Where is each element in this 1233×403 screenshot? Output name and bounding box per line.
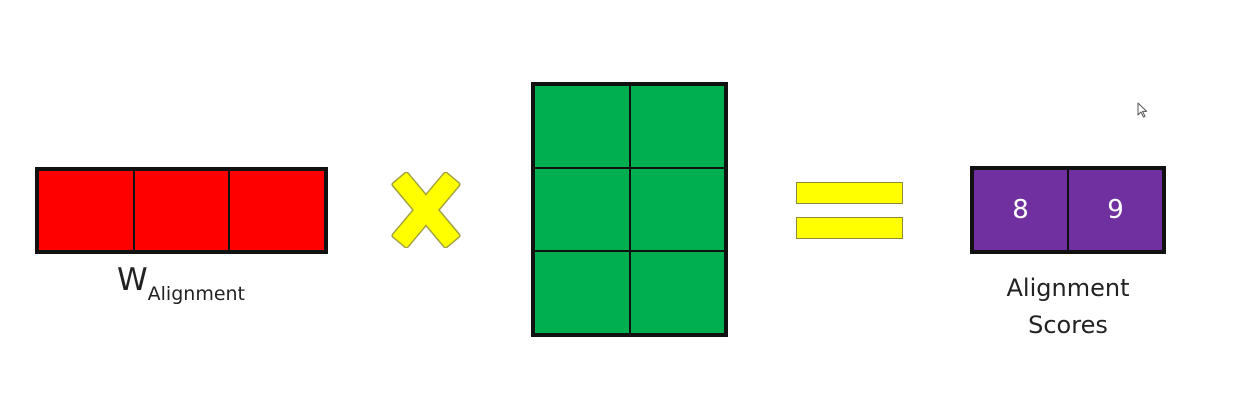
alignment-score-cell: 9	[1068, 169, 1163, 251]
v-matrix-cell	[629, 251, 725, 334]
multiply-icon-shape	[391, 172, 461, 248]
alignment-scores-label-line1: Alignment	[1006, 274, 1130, 302]
equals-icon-bottom-bar	[796, 217, 903, 239]
alignment-scores-label-line2: Scores	[1028, 311, 1108, 339]
cursor-icon	[1137, 102, 1148, 118]
alignment-scores-label: Alignment Scores	[990, 270, 1146, 344]
w-alignment-cell	[133, 170, 230, 251]
alignment-score-cell: 8	[973, 169, 1068, 251]
v-matrix	[531, 82, 728, 337]
equals-icon-top-bar	[796, 182, 903, 204]
v-matrix-cell	[534, 168, 630, 251]
w-alignment-cell	[229, 170, 325, 251]
w-alignment-label-subscript: Alignment	[147, 283, 246, 305]
w-alignment-matrix	[35, 167, 328, 254]
w-alignment-label: WAlignment	[117, 262, 245, 305]
alignment-scores-matrix: 8 9	[970, 166, 1166, 254]
v-matrix-cell	[629, 168, 725, 251]
w-alignment-label-main: W	[117, 262, 148, 298]
v-matrix-cell	[534, 85, 630, 168]
v-matrix-cell	[534, 251, 630, 334]
w-alignment-cell	[38, 170, 134, 251]
v-matrix-cell	[629, 85, 725, 168]
multiply-icon	[391, 172, 461, 248]
